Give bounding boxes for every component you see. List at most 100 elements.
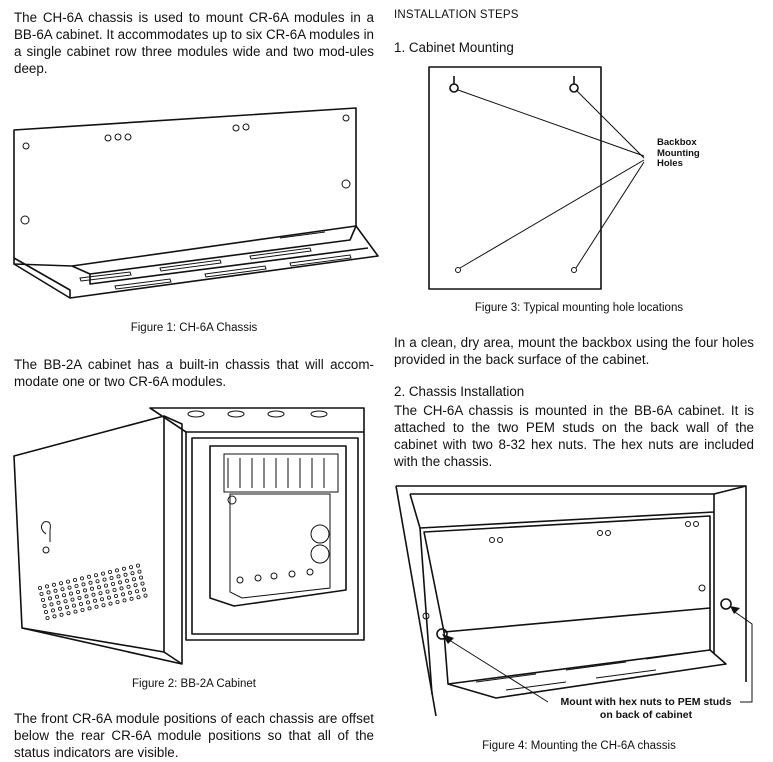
vent-hole: [141, 587, 146, 592]
vent-hole: [136, 595, 141, 600]
vent-hole: [43, 609, 48, 614]
vent-hole: [66, 611, 71, 616]
vent-hole: [118, 580, 123, 585]
vent-hole: [115, 568, 120, 573]
vent-hole: [62, 593, 67, 598]
vent-hole: [91, 592, 96, 597]
vent-hole: [129, 565, 134, 570]
vent-hole: [102, 577, 107, 582]
vent-hole: [104, 583, 109, 588]
vent-hole: [101, 571, 106, 576]
vent-hole: [126, 584, 131, 589]
callout-line: Mount with hex nuts to PEM studs: [560, 696, 732, 708]
vent-hole: [83, 588, 88, 593]
callout-line: Holes: [657, 158, 683, 169]
figure-3-callout: Backbox Mounting Holes: [657, 137, 700, 170]
callout-line: Mounting: [657, 147, 700, 159]
vent-hole: [87, 574, 92, 579]
vent-hole: [42, 603, 47, 608]
vent-hole: [136, 563, 141, 568]
vent-hole: [79, 601, 84, 606]
vent-hole: [58, 606, 63, 611]
vent-hole: [74, 583, 79, 588]
vent-hole: [65, 605, 70, 610]
figure-4-callout: Mount with hex nuts to PEM studs on back…: [548, 696, 744, 722]
vent-hole: [137, 569, 142, 574]
vent-hole: [73, 609, 78, 614]
vent-hole: [94, 573, 99, 578]
vent-hole: [60, 587, 65, 592]
vent-hole: [88, 580, 93, 585]
vent-hole: [122, 566, 127, 571]
vent-hole: [45, 615, 50, 620]
vent-hole: [107, 595, 112, 600]
step-1-title: 1. Cabinet Mounting: [394, 40, 514, 55]
vent-hole: [55, 594, 60, 599]
vent-hole: [77, 595, 82, 600]
vent-hole: [108, 569, 113, 574]
vent-hole: [39, 591, 44, 596]
vent-hole: [95, 579, 100, 584]
vent-hole: [81, 582, 86, 587]
step-2-paragraph: The CH-6A chassis is mounted in the BB-6…: [394, 403, 754, 469]
vent-hole: [94, 604, 99, 609]
callout-line: Backbox: [657, 137, 697, 148]
vent-hole: [100, 597, 105, 602]
vent-hole: [119, 586, 124, 591]
vent-hole: [73, 577, 78, 582]
vent-hole: [108, 601, 113, 606]
figure-3-caption: Figure 3: Typical mounting hole location…: [474, 302, 684, 314]
figure-3-mounting-holes: [428, 66, 645, 290]
vent-hole: [111, 581, 116, 586]
vent-hole: [40, 597, 45, 602]
vent-hole: [115, 599, 120, 604]
vent-hole: [86, 600, 91, 605]
figure-2-caption: Figure 2: BB-2A Cabinet: [131, 678, 256, 690]
vent-hole: [109, 575, 114, 580]
vent-hole: [112, 587, 117, 592]
vent-hole: [133, 583, 138, 588]
vent-hole: [87, 606, 92, 611]
vent-hole: [66, 579, 71, 584]
vent-hole: [70, 597, 75, 602]
vent-hole: [69, 591, 74, 596]
vent-hole: [130, 571, 135, 576]
vent-hole: [140, 581, 145, 586]
vent-hole: [53, 588, 58, 593]
vent-hole: [72, 603, 77, 608]
vent-hole: [59, 581, 64, 586]
vent-hole: [80, 576, 85, 581]
figure-2-bb2a-cabinet: [13, 407, 365, 665]
vent-hole: [125, 578, 130, 583]
bb2a-paragraph: The BB-2A cabinet has a built-in chassis…: [14, 357, 374, 389]
vent-hole: [116, 574, 121, 579]
vent-hole: [37, 585, 42, 590]
vent-hole: [63, 599, 68, 604]
vent-hole: [76, 589, 81, 594]
vent-hole: [48, 596, 53, 601]
vent-hole: [97, 585, 102, 590]
vent-hole: [67, 585, 72, 590]
figure-4-caption: Figure 4: Mounting the CH-6A chassis: [482, 740, 676, 752]
vent-hole: [90, 586, 95, 591]
vent-hole: [98, 591, 103, 596]
figure-4-mounting-chassis: [395, 485, 753, 717]
step-2-title: 2. Chassis Installation: [394, 384, 525, 399]
vent-hole: [52, 614, 57, 619]
vent-hole: [114, 593, 119, 598]
vent-hole: [135, 589, 140, 594]
figure-1-caption: Figure 1: CH-6A Chassis: [130, 322, 258, 334]
vent-hole: [84, 594, 89, 599]
vent-hole: [129, 596, 134, 601]
vent-hole: [59, 612, 64, 617]
vent-hole: [51, 608, 56, 613]
figure-1-ch6a-chassis: [13, 107, 379, 299]
vent-hole: [49, 602, 54, 607]
offset-paragraph: The front CR-6A module positions of each…: [14, 711, 374, 760]
vent-hole: [105, 589, 110, 594]
installation-steps-heading: INSTALLATION STEPS: [394, 9, 519, 21]
vent-hole: [101, 603, 106, 608]
callout-line: on back of cabinet: [599, 709, 693, 721]
vent-hole: [139, 575, 144, 580]
vent-hole: [121, 592, 126, 597]
